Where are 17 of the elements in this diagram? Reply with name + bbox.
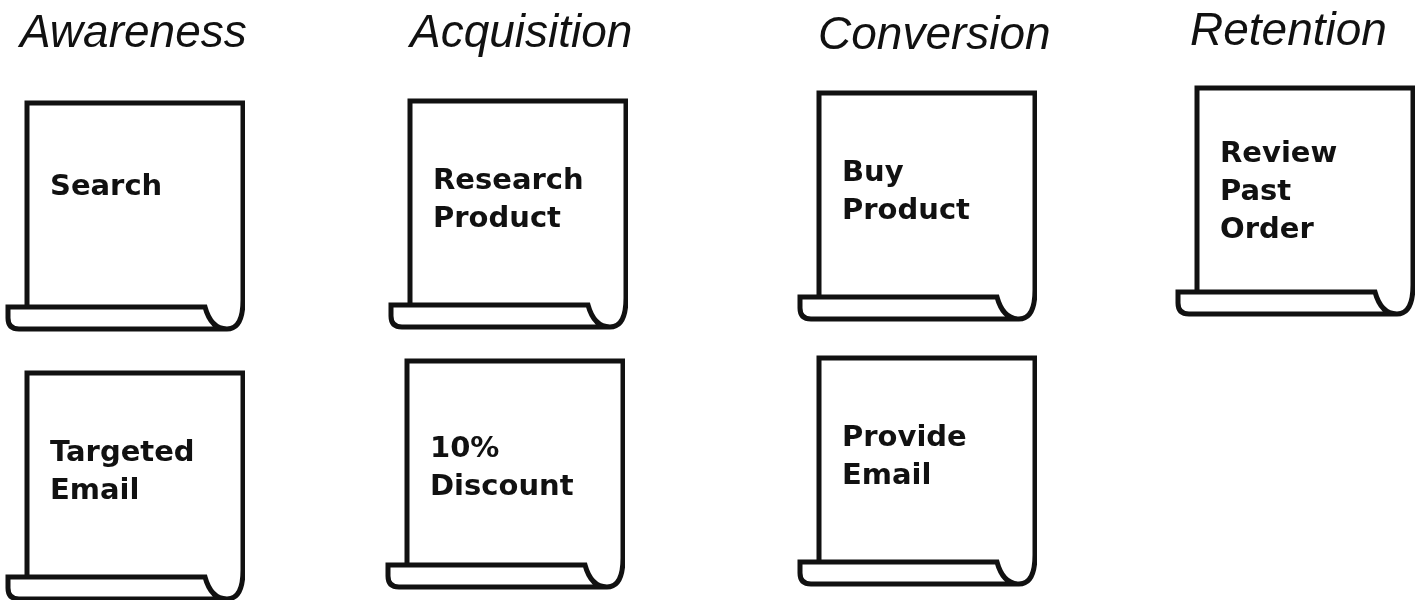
sticky-note — [797, 355, 1037, 587]
note-text: Review Past Order — [1220, 134, 1339, 247]
note-text: Search — [50, 167, 164, 204]
sticky-note — [1175, 85, 1415, 317]
note-text: Buy Product — [842, 153, 971, 228]
column-heading: Awareness — [20, 8, 247, 54]
note-text: Research Product — [433, 161, 585, 236]
note-text: 10% Discount — [430, 429, 575, 504]
column-heading: Retention — [1190, 6, 1387, 52]
sticky-note — [5, 100, 245, 332]
sticky-note — [797, 90, 1037, 322]
note-text: Targeted Email — [50, 433, 196, 508]
note-text: Provide Email — [842, 418, 968, 493]
sticky-note — [5, 370, 245, 600]
sticky-note — [388, 98, 628, 330]
column-heading: Conversion — [818, 10, 1051, 56]
sticky-note — [385, 358, 625, 590]
